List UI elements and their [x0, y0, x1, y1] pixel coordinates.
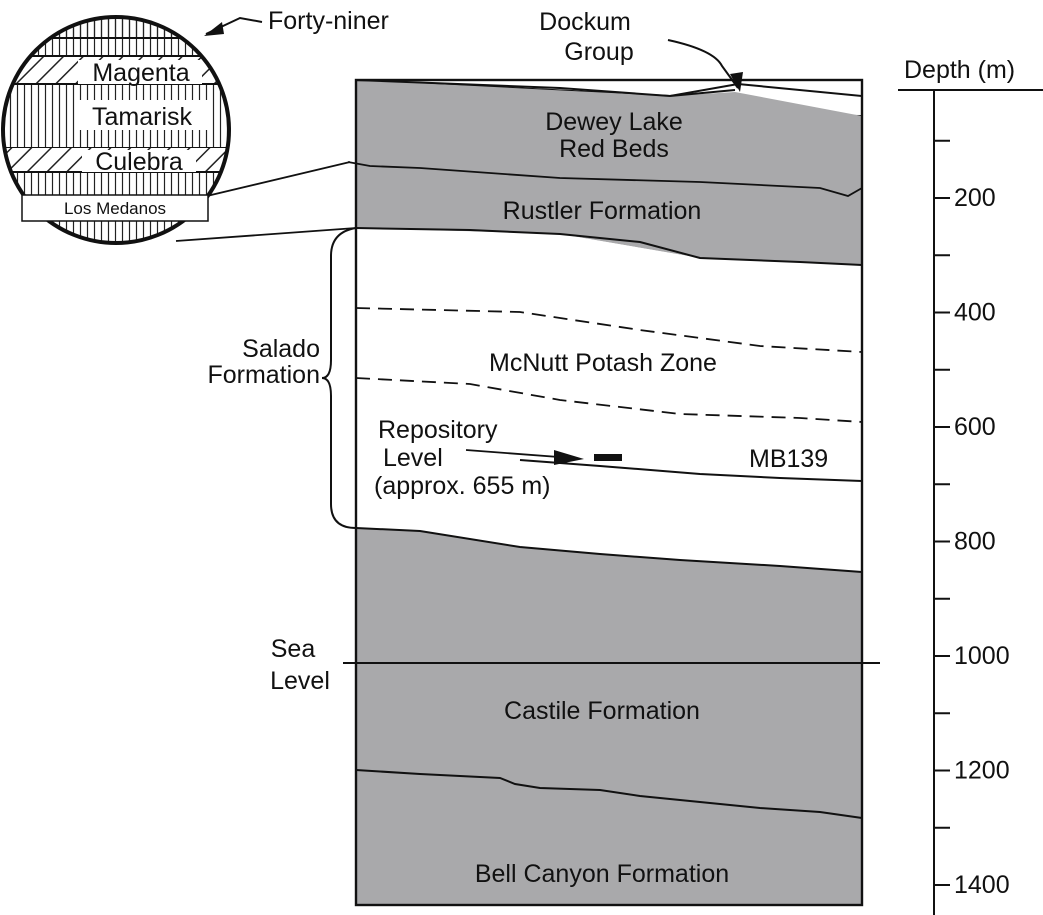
- tamarisk-label: Tamarisk: [92, 103, 193, 131]
- los-medanos-box: [21, 194, 209, 222]
- mcnutt-top-dashed: [355, 307, 863, 353]
- column-outline: [354, 78, 864, 907]
- salado-layer: [356, 228, 862, 572]
- depth-axis: 200 400 600 800 1000 1200 1400: [898, 89, 1043, 915]
- forty-niner-label: Forty-niner: [268, 7, 389, 35]
- depth-tick-label-1200: 1200: [954, 757, 1010, 785]
- rustler-label: Rustler Formation: [503, 197, 702, 225]
- bell-canyon-top-boundary: [355, 769, 863, 819]
- depth-tick-label-400: 400: [954, 299, 996, 327]
- sea-level-label-line1: Sea: [271, 635, 316, 663]
- repository-marker: [594, 454, 622, 461]
- castile-label: Castile Formation: [504, 697, 700, 725]
- rustler-base-boundary: [355, 227, 863, 266]
- depth-tick-label-800: 800: [954, 528, 996, 556]
- depth-axis-title: Depth (m): [904, 56, 1015, 84]
- dockum-label-line1: Dockum: [539, 8, 631, 36]
- dewey-rustler-layer: [356, 80, 862, 265]
- magenta-label: Magenta: [92, 59, 189, 87]
- salado-label-line1: Salado: [242, 335, 320, 363]
- depth-tick-label-600: 600: [954, 413, 996, 441]
- dockum-label-line2: Group: [564, 38, 633, 66]
- dewey-lake-label-line2: Red Beds: [559, 135, 669, 163]
- repository-label-line2: Level: [383, 444, 443, 472]
- salado-label-line2: Formation: [207, 361, 320, 389]
- sea-level-label-line2: Level: [270, 667, 330, 695]
- bell-canyon-label: Bell Canyon Formation: [475, 860, 729, 888]
- salado-brace: [321, 227, 357, 529]
- mb139-label: MB139: [749, 445, 828, 473]
- depth-tick-label-1000: 1000: [954, 642, 1010, 670]
- inset-connector-upper: [189, 161, 351, 201]
- dewey-base-boundary: [347, 161, 863, 197]
- depth-tick-label-200: 200: [954, 184, 996, 212]
- depth-tick-label-1400: 1400: [954, 871, 1010, 899]
- inset-circle-outline: [1, 15, 231, 245]
- dockum-leader: [667, 39, 739, 89]
- column: [343, 78, 880, 907]
- dewey-top-boundary: [355, 79, 736, 98]
- mcnutt-base-dashed: [355, 377, 863, 423]
- mcnutt-label: McNutt Potash Zone: [489, 349, 717, 377]
- inset-connector-lower: [175, 227, 357, 242]
- mb139-line: [519, 459, 863, 482]
- inset-magnifier: Magenta Tamarisk Culebra Los Medanos: [1, 15, 231, 245]
- repository-arrow-head: [554, 450, 584, 465]
- repository-label-line3: (approx. 655 m): [374, 472, 550, 500]
- repository-label-line1: Repository: [378, 416, 498, 444]
- castile-top-boundary: [355, 527, 863, 573]
- los-medanos-label: Los Medanos: [64, 199, 166, 218]
- culebra-label: Culebra: [95, 148, 183, 176]
- dewey-lake-label-line1: Dewey Lake: [545, 108, 683, 136]
